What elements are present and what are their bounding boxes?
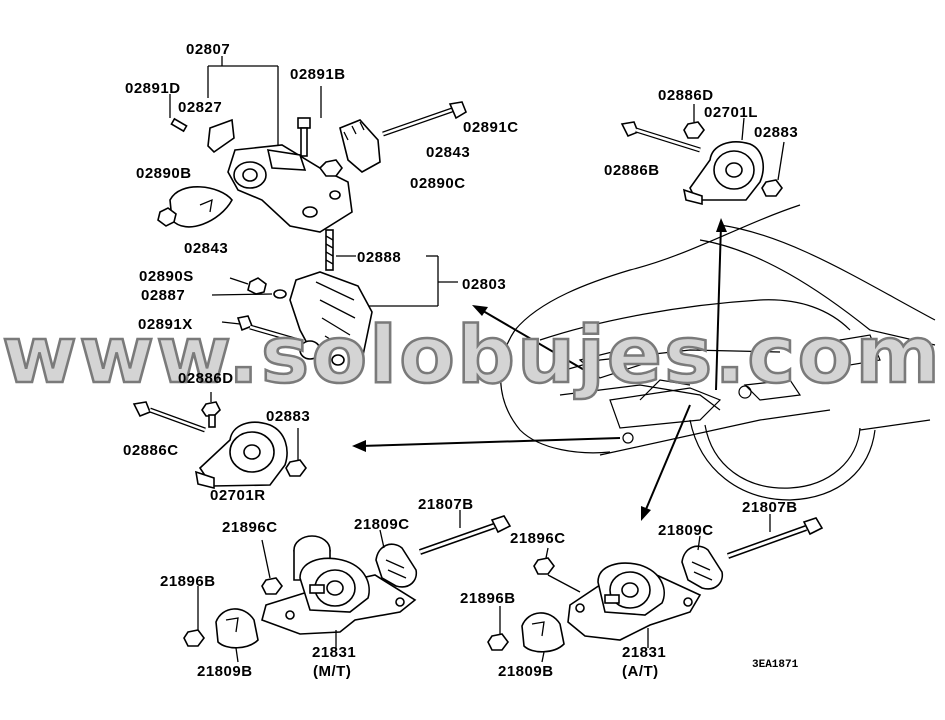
transmission-mount-at (487, 514, 824, 663)
transmission-mount-mt (183, 510, 512, 663)
label-02890B: 02890B (136, 165, 192, 182)
label-21809B-at: 21809B (498, 663, 554, 680)
label-02891C: 02891C (463, 119, 519, 136)
label-21809B-mt: 21809B (197, 663, 253, 680)
label-02843-top: 02843 (426, 144, 470, 161)
leader-arrows (352, 218, 727, 521)
label-02843-left: 02843 (184, 240, 228, 257)
label-02886B: 02886B (604, 162, 660, 179)
label-at: (A/T) (622, 663, 659, 680)
label-21809C-mt: 21809C (354, 516, 410, 533)
label-02890S: 02890S (139, 268, 194, 285)
label-21809C-at: 21809C (658, 522, 714, 539)
label-02701R: 02701R (210, 487, 266, 504)
mount-bracket-02803 (211, 229, 458, 381)
engine-mount-bracket-02807 (157, 56, 467, 233)
label-mt: (M/T) (313, 663, 351, 680)
label-02827: 02827 (178, 99, 222, 116)
label-21807B-mt: 21807B (418, 496, 474, 513)
label-21896B-mt: 21896B (160, 573, 216, 590)
rubber-mount-02701L (620, 104, 785, 206)
label-02888: 02888 (357, 249, 401, 266)
rubber-mount-02701R (132, 392, 307, 490)
label-21831-at: 21831 (622, 644, 666, 661)
label-02886D-left: 02886D (178, 370, 234, 387)
label-02891D: 02891D (125, 80, 181, 97)
label-02883-right: 02883 (754, 124, 798, 141)
label-21896C-mt: 21896C (222, 519, 278, 536)
diagram-code: 3EA1871 (752, 659, 799, 671)
label-21896B-at: 21896B (460, 590, 516, 607)
label-02891X: 02891X (138, 316, 193, 333)
label-02701L: 02701L (704, 104, 758, 121)
label-02887: 02887 (141, 287, 185, 304)
car-outline (499, 204, 936, 501)
part-labels: 02807 02891D 02891B 02827 02891C 02843 0… (123, 41, 799, 680)
label-02803: 02803 (462, 276, 506, 293)
label-02891B: 02891B (290, 66, 346, 83)
label-21807B-at: 21807B (742, 499, 798, 516)
watermark: www.solobujes.com (2, 311, 942, 401)
label-02883-left: 02883 (266, 408, 310, 425)
label-02886C: 02886C (123, 442, 179, 459)
label-02890C: 02890C (410, 175, 466, 192)
label-21896C-at: 21896C (510, 530, 566, 547)
label-02886D-right: 02886D (658, 87, 714, 104)
label-21831-mt: 21831 (312, 644, 356, 661)
label-02807: 02807 (186, 41, 230, 58)
